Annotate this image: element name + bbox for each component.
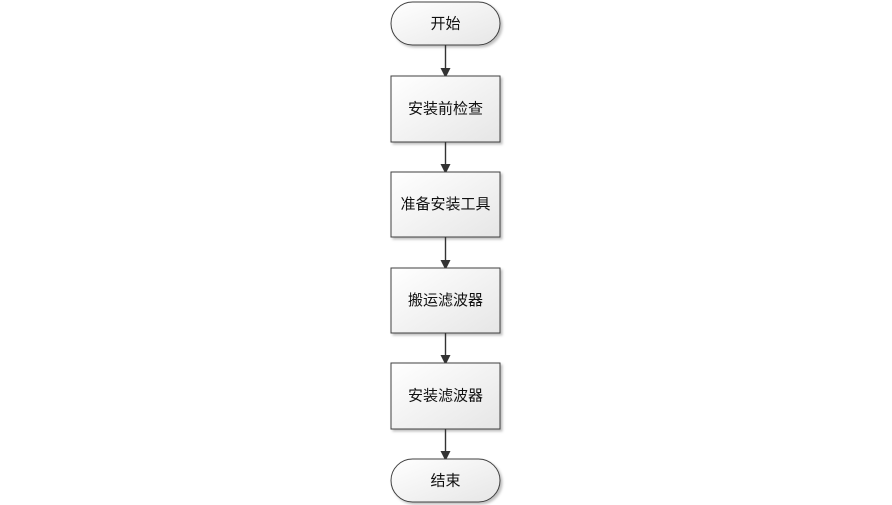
start-label: 开始 <box>430 15 460 33</box>
process-step-2-label: 准备安装工具 <box>400 195 490 213</box>
process-step-4-label: 安装滤波器 <box>408 387 483 405</box>
process-step-4: 安装滤波器 <box>390 362 501 430</box>
process-step-2: 准备安装工具 <box>390 171 501 238</box>
process-step-1-label: 安装前检查 <box>408 100 483 118</box>
process-step-3-shape <box>390 267 501 334</box>
process-step-1: 安装前检查 <box>390 75 501 143</box>
end-terminal: 结束 <box>390 458 501 503</box>
process-step-4-shape <box>390 362 501 430</box>
process-step-1-shape <box>390 75 501 143</box>
process-step-3: 搬运滤波器 <box>390 267 501 334</box>
process-step-3-label: 搬运滤波器 <box>408 291 483 309</box>
start-terminal: 开始 <box>390 1 501 46</box>
end-label: 结束 <box>430 472 460 490</box>
end-terminal-shape <box>390 458 501 503</box>
